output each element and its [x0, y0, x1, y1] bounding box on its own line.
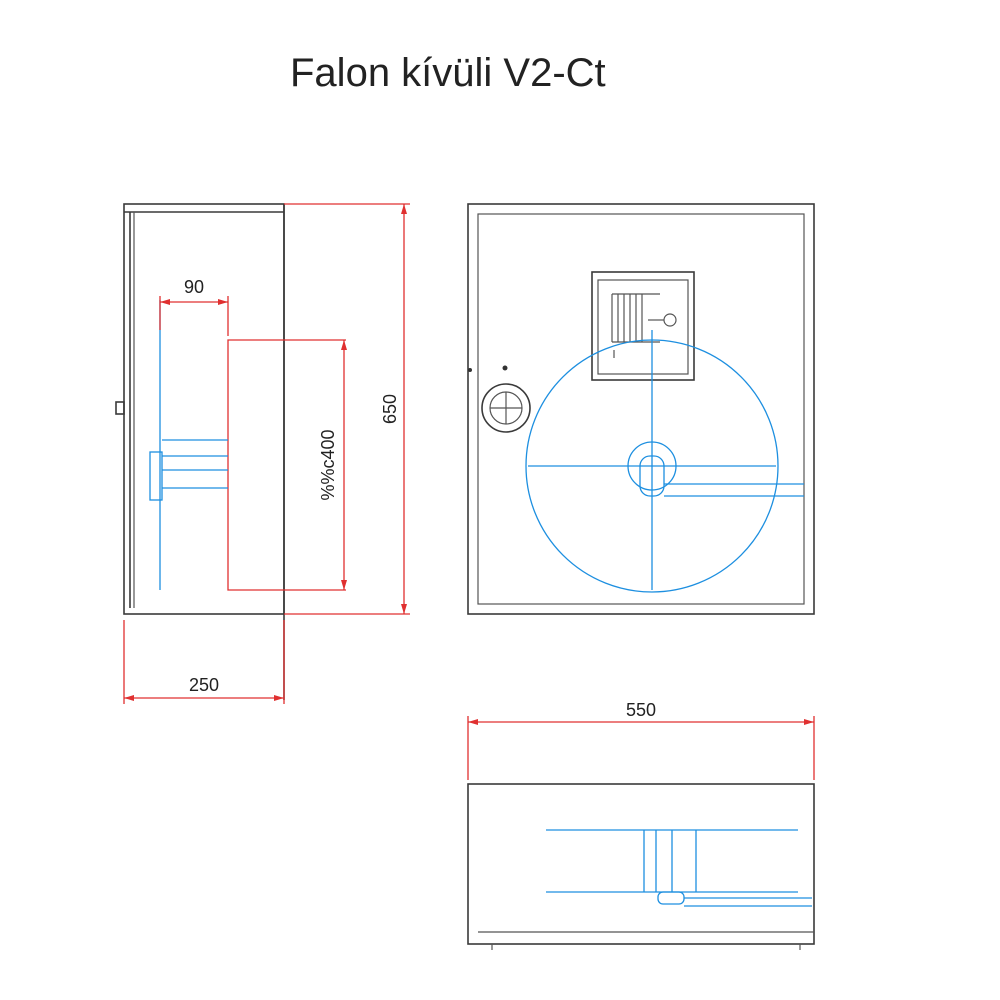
- valve-knob: [663, 313, 677, 327]
- dim-90-arrow-left: [160, 299, 170, 305]
- dim-90-arrow-right: [218, 299, 228, 305]
- dim-550: 550: [467, 700, 815, 780]
- valve-coil: [611, 293, 660, 343]
- front-view-cabinet-outline: [467, 203, 815, 615]
- lock-dot: [502, 365, 508, 371]
- reel-drum-outline: [227, 339, 284, 591]
- dim-250-arrow-left: [124, 695, 134, 701]
- top-hub-cap: [657, 891, 685, 905]
- side-view-cabinet-outline: [123, 203, 285, 615]
- dim-250-label: 250: [189, 675, 219, 695]
- drawing-title: Falon kívüli V2-Ct: [290, 51, 606, 95]
- pressure-gauge-outer: [481, 383, 531, 433]
- dim-550-label: 550: [626, 700, 656, 720]
- dim-650-label: 650: [380, 394, 400, 424]
- front-view-door-outline: [477, 213, 805, 605]
- dim-550-arrow-left: [468, 719, 478, 725]
- dim-reel-arrow-top: [341, 340, 347, 350]
- hub-cap: [149, 451, 163, 501]
- valve-box-inner: [597, 279, 689, 375]
- top-view: [467, 783, 815, 950]
- dim-reel-label: %%c400: [318, 429, 338, 500]
- reel-hub-outer: [627, 441, 677, 491]
- dim-reel-arrow-bottom: [341, 580, 347, 590]
- dim-90-label: 90: [184, 277, 204, 297]
- top-view-cabinet-outline: [467, 783, 815, 945]
- door-handle: [115, 401, 125, 415]
- valve-box-outer: [591, 271, 695, 381]
- front-view: [467, 203, 815, 615]
- hinge-mark: [468, 368, 472, 372]
- dim-650-arrow-bottom: [401, 604, 407, 614]
- dim-650-arrow-top: [401, 204, 407, 214]
- dim-550-arrow-right: [804, 719, 814, 725]
- reel-hub-inner: [639, 455, 665, 497]
- dim-250-arrow-right: [274, 695, 284, 701]
- side-view: 90 %%c400 650 250: [115, 203, 410, 704]
